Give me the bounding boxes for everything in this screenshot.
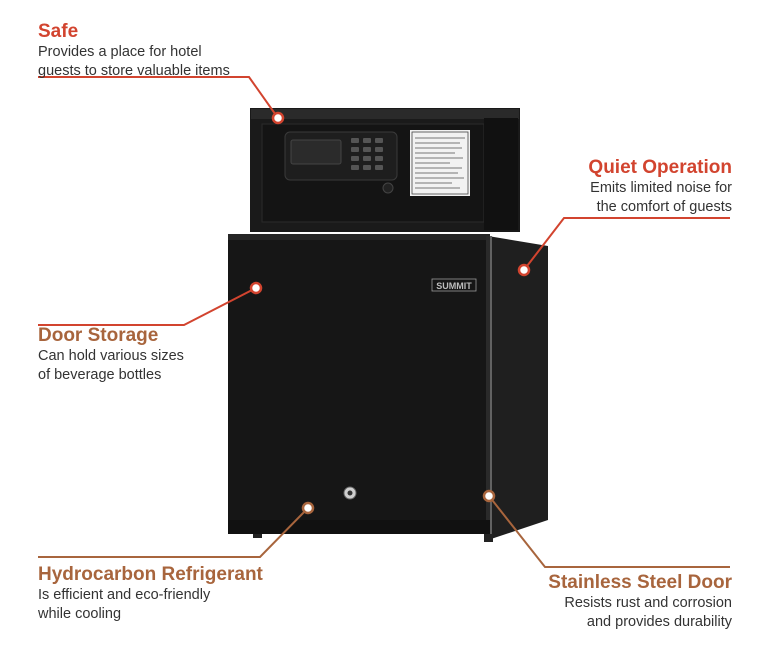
quiet-dot: [517, 263, 531, 277]
callout-door-storage: Door Storage Can hold various sizes of b…: [38, 325, 184, 385]
callout-desc-line: the comfort of guests: [596, 199, 732, 215]
callout-desc-line: Can hold various sizes: [38, 348, 184, 364]
fridge-unit: SUMMIT: [228, 234, 548, 542]
svg-text:SUMMIT: SUMMIT: [436, 281, 472, 291]
safe-dot: [271, 111, 285, 125]
lock-icon: [382, 182, 394, 194]
callout-desc-line: Emits limited noise for: [590, 180, 732, 196]
callout-desc-line: guests to store valuable items: [38, 63, 230, 79]
callout-title: Quiet Operation: [588, 157, 732, 178]
callout-hydrocarbon-refrigerant: Hydrocarbon Refrigerant Is efficient and…: [38, 564, 263, 624]
callout-desc-line: while cooling: [38, 606, 122, 622]
callout-stainless-steel-door: Stainless Steel Door Resists rust and co…: [548, 572, 732, 632]
door-storage-dot: [249, 281, 263, 295]
safe-unit: [250, 108, 520, 232]
callout-title: Door Storage: [38, 325, 159, 346]
refrigerant-dot: [301, 501, 315, 515]
callout-desc-line: and provides durability: [586, 614, 732, 630]
callout-desc-line: of beverage bottles: [38, 367, 162, 383]
callout-safe: Safe Provides a place for hotel guests t…: [38, 21, 230, 81]
callout-desc-line: Provides a place for hotel: [38, 44, 202, 60]
callout-quiet-operation: Quiet Operation Emits limited noise for …: [588, 157, 732, 217]
callout-desc-line: Is efficient and eco-friendly: [38, 587, 211, 603]
brand-logo: SUMMIT: [431, 278, 477, 292]
callout-title: Hydrocarbon Refrigerant: [38, 564, 263, 585]
handle-icon: [486, 236, 492, 534]
steel-door-dot: [482, 489, 496, 503]
callout-title: Stainless Steel Door: [548, 572, 732, 593]
callout-desc-line: Resists rust and corrosion: [564, 595, 732, 611]
callout-dots: [249, 111, 531, 515]
callout-title: Safe: [38, 21, 79, 42]
